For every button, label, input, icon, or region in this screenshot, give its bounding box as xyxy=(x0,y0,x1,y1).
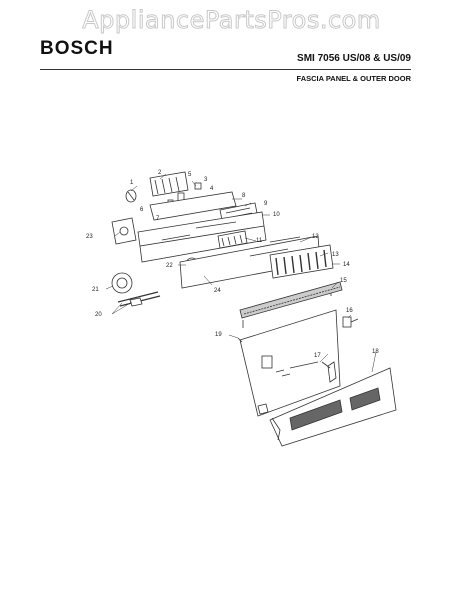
part-8-control-bracket xyxy=(149,191,237,221)
callout-1: 1 xyxy=(130,180,134,186)
callout-23: 23 xyxy=(86,234,93,240)
part-23-bracket xyxy=(111,217,137,245)
header-rule xyxy=(40,69,411,70)
callout-7: 7 xyxy=(156,216,160,222)
callout-19: 19 xyxy=(215,332,222,338)
callout-5: 5 xyxy=(188,172,192,178)
part-16-clip xyxy=(342,316,359,328)
callout-10: 10 xyxy=(273,212,280,218)
callout-15: 15 xyxy=(340,278,347,284)
callout-16: 16 xyxy=(346,308,353,314)
brand-logo: BOSCH xyxy=(40,38,114,59)
callout-2: 2 xyxy=(158,170,162,176)
callout-9: 9 xyxy=(264,201,268,207)
callout-12: 12 xyxy=(312,234,319,240)
callout-14: 14 xyxy=(343,262,350,268)
part-19-outer-door xyxy=(237,309,341,417)
part-10-fascia-panel xyxy=(137,211,267,263)
callout-11: 11 xyxy=(256,238,263,244)
callout-13: 13 xyxy=(332,252,339,258)
watermark: AppliancePartsPros.com xyxy=(82,6,381,35)
part-18-kick-panel xyxy=(269,367,397,447)
part-2-switch-block xyxy=(149,171,189,197)
part-20-cable xyxy=(117,291,161,307)
callout-17: 17 xyxy=(314,353,321,359)
callout-22: 22 xyxy=(166,263,173,269)
part-21-round-component xyxy=(111,272,133,294)
part-12-13-button-strip xyxy=(269,244,334,279)
callout-18: 18 xyxy=(372,349,379,355)
callout-20: 20 xyxy=(95,312,102,318)
callout-21: 21 xyxy=(92,287,99,293)
callout-6: 6 xyxy=(140,207,144,213)
callout-24: 24 xyxy=(214,288,221,294)
part-14-seal-strip xyxy=(239,281,343,328)
part-1-knob xyxy=(125,189,137,203)
callout-4: 4 xyxy=(210,186,214,192)
callout-8: 8 xyxy=(242,193,246,199)
callout-3: 3 xyxy=(204,177,208,183)
part-17-hardware xyxy=(289,361,337,383)
part-11-control-buttons xyxy=(217,230,248,249)
model-number: SMI 7056 US/08 & US/09 xyxy=(297,53,411,64)
section-title: FASCIA PANEL & OUTER DOOR xyxy=(296,74,411,83)
